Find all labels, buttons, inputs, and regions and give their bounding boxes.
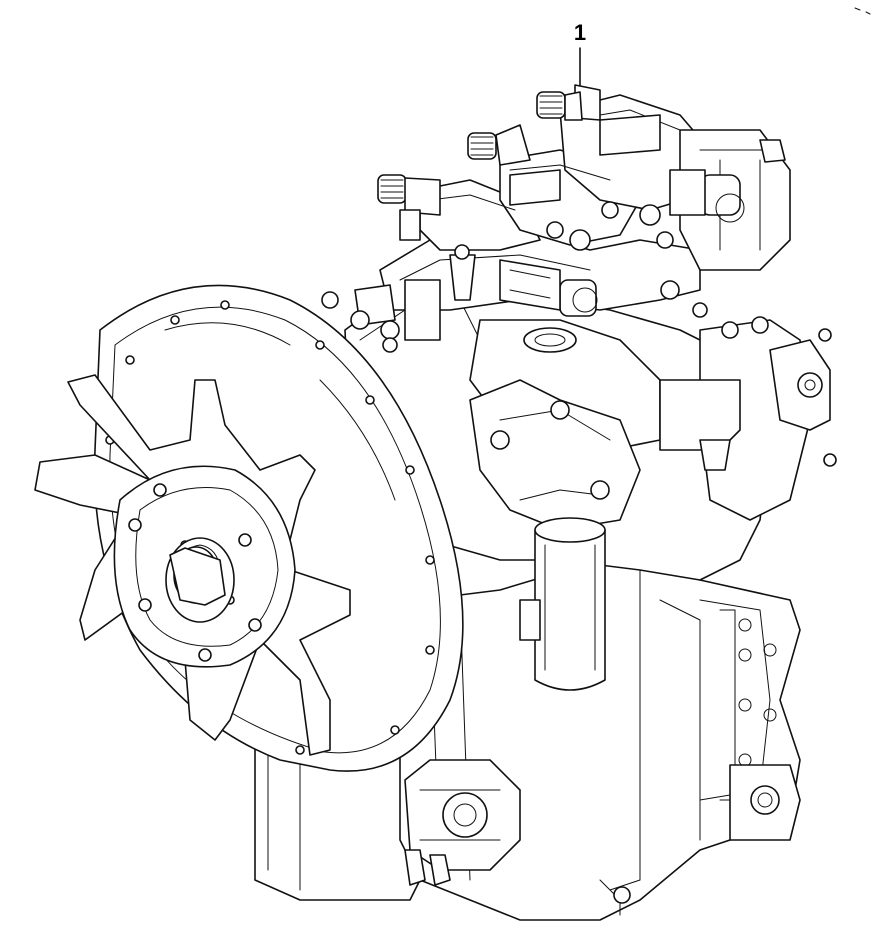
- solenoid-valves: [377, 84, 745, 317]
- oil-filter-canister: [519, 517, 606, 691]
- converter-hub: [165, 537, 235, 623]
- right-side-cover: [659, 316, 837, 521]
- transmission-housing: [254, 559, 801, 921]
- callout-label-1: 1: [573, 20, 587, 45]
- corner-mark: [854, 7, 871, 15]
- output-yoke: [404, 759, 521, 886]
- hydraulic-fittings: [321, 244, 708, 353]
